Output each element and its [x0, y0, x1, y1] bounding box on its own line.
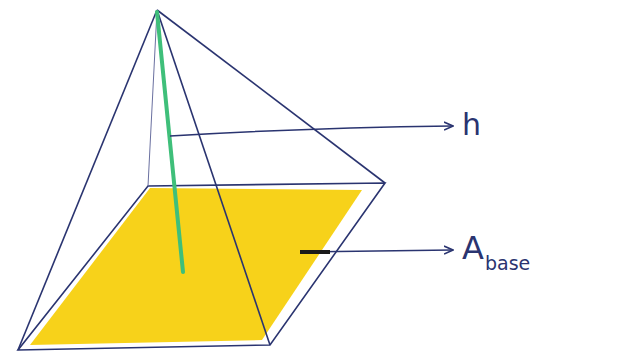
pyramid-edge [18, 10, 157, 350]
leader-arrow [300, 250, 452, 252]
base-fill [30, 188, 362, 345]
pyramid-edge [157, 10, 385, 183]
pyramid-edge [157, 10, 270, 345]
leader-start [300, 250, 330, 254]
hidden-edge [148, 10, 157, 186]
leader-arrow [170, 126, 452, 136]
subscript-label: base [485, 254, 530, 273]
base-outline [18, 183, 385, 350]
height-line [157, 12, 183, 272]
height-label: h [462, 110, 481, 140]
area-label: A [462, 232, 484, 264]
